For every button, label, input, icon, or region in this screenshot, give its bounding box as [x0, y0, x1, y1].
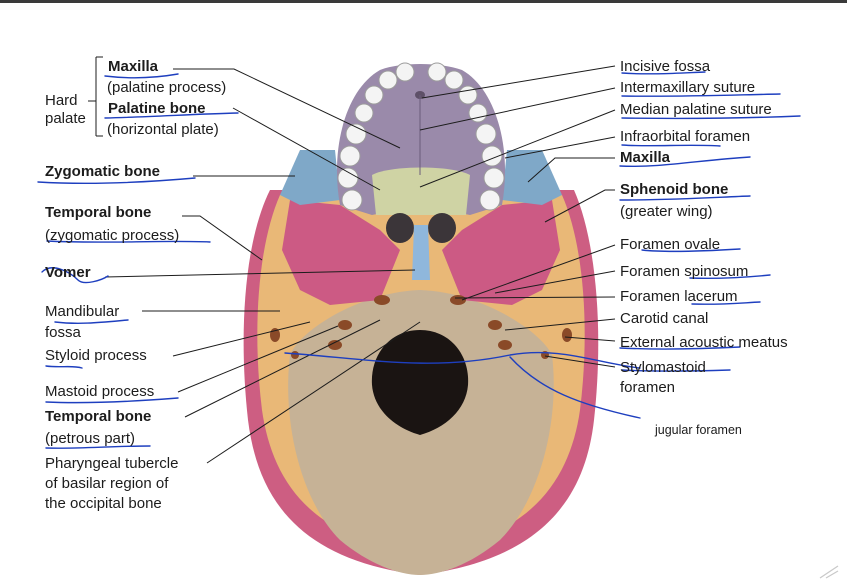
mandibular-fossa-label-line2: fossa: [45, 324, 81, 341]
median-palatine-suture-label: Median palatine suture: [620, 101, 772, 118]
pharyngeal-tubercle-label-line3: the occipital bone: [45, 495, 162, 512]
choana-left: [386, 213, 414, 243]
pharyngeal-tubercle-label-line2: of basilar region of: [45, 475, 169, 492]
maxilla-label: Maxilla: [108, 58, 159, 75]
hard-palate-label-line2: palate: [45, 110, 86, 127]
maxilla-sublabel: (palatine process): [107, 79, 227, 96]
palatine-bone-shape: [372, 167, 470, 215]
foramen-ovale-label: Foramen ovale: [620, 236, 721, 253]
temporal-bone-sublabel: (zygomatic process): [45, 227, 180, 244]
hard-palate-label-line1: Hard: [45, 92, 78, 109]
skull-illustration: [243, 62, 599, 575]
infraorbital-foramen-label: Infraorbital foramen: [620, 128, 751, 145]
mastoid-process-label: Mastoid process: [45, 383, 155, 400]
mandibular-fossa-label-line1: Mandibular: [45, 303, 120, 320]
stylomastoid-foramen-label-line2: foramen: [620, 379, 676, 396]
sphenoid-bone-shape-right: [442, 200, 560, 305]
styloid-process-label: Styloid process: [45, 347, 147, 364]
choana-right: [428, 213, 456, 243]
palatine-bone-label: Palatine bone: [108, 100, 206, 117]
leader-lines: [88, 56, 616, 464]
window-top-border: [0, 0, 847, 3]
palatine-bone-sublabel: (horizontal plate): [107, 121, 219, 138]
zygomatic-bone-shape: [280, 150, 340, 205]
pharyngeal-tubercle-label-line1: Pharyngeal tubercle: [45, 455, 179, 472]
zygomatic-bone-shape-right: [502, 150, 562, 205]
handwritten-annotations: [37, 71, 801, 449]
zygomatic-bone-label: Zygomatic bone: [45, 163, 161, 180]
petrous-part-sublabel: (petrous part): [45, 430, 136, 447]
vomer-shape: [412, 225, 430, 280]
foramen-magnum: [371, 330, 469, 435]
sphenoid-greater-wing-sublabel: (greater wing): [620, 203, 713, 220]
resize-handle-icon: [819, 565, 839, 579]
intermaxillary-suture-label: Intermaxillary suture: [620, 79, 756, 96]
foramen-spinosum-label: Foramen spinosum: [620, 263, 749, 280]
carotid-canal-label: Carotid canal: [620, 310, 709, 327]
stylomastoid-foramen-label-line1: Stylomastoid: [620, 359, 706, 376]
foramen-lacerum-label: Foramen lacerum: [620, 288, 738, 305]
maxilla-right-label: Maxilla: [620, 149, 671, 166]
jugular-foramen-annotation: jugular foramen: [655, 423, 742, 437]
external-acoustic-meatus-label: External acoustic meatus: [620, 334, 788, 351]
sphenoid-bone-label: Sphenoid bone: [620, 181, 729, 198]
sphenoid-bone-shape: [282, 200, 400, 305]
vomer-label: Vomer: [45, 264, 91, 281]
temporal-bone-label: Temporal bone: [45, 204, 152, 221]
incisive-fossa-label: Incisive fossa: [620, 58, 711, 75]
temporal-bone-petrous-label: Temporal bone: [45, 408, 152, 425]
